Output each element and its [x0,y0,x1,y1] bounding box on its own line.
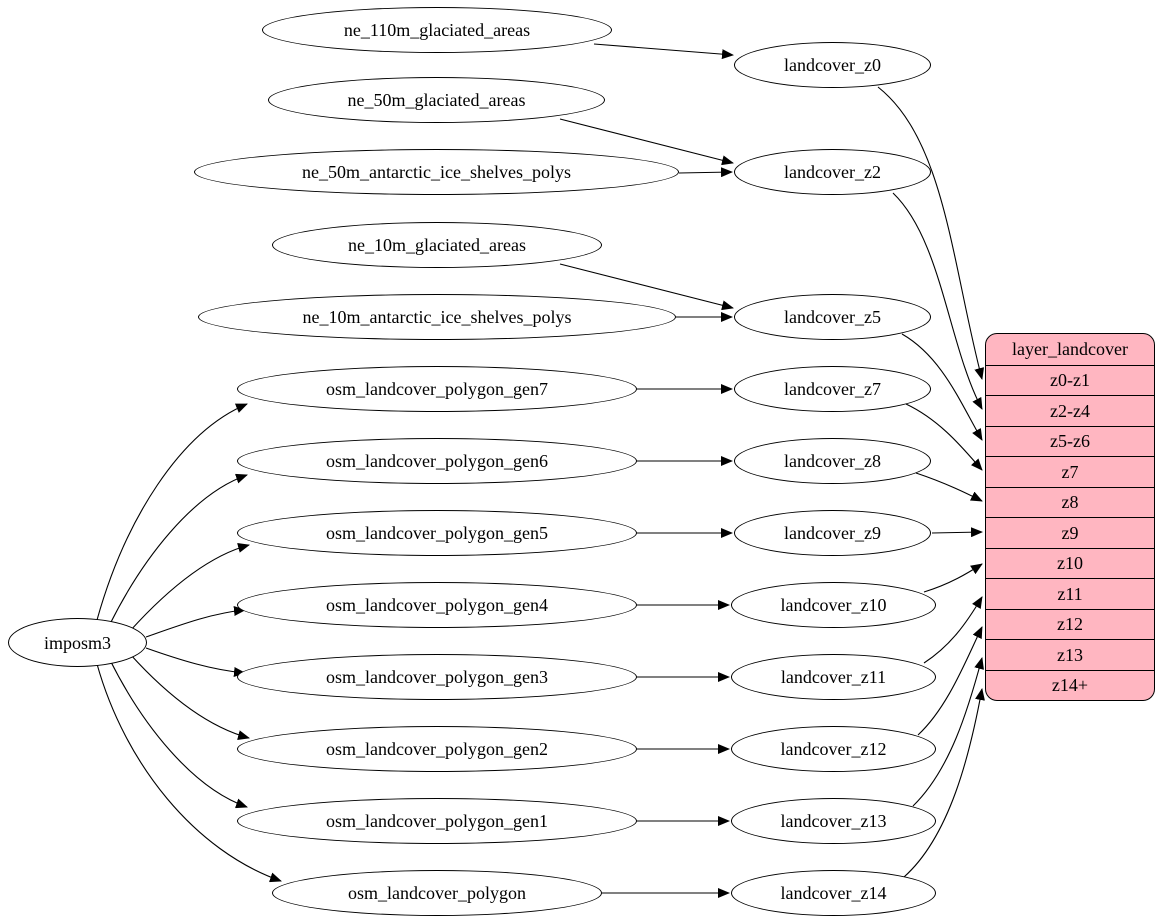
record-row-z0-z1: z0-z1 [986,364,1154,396]
record-row-z5-z6: z5-z6 [986,425,1154,457]
node-landcover-z10: landcover_z10 [731,582,936,628]
edge-imposm3-gen4 [145,606,246,638]
edge-imposm3-gen7 [96,403,248,621]
edge-z9-row [931,527,983,538]
edge-imposm3-gen2 [129,653,250,740]
edge-z0-row [877,86,985,380]
node-landcover-z7: landcover_z7 [734,366,931,412]
record-row-z12: z12 [986,608,1154,640]
record-row-z10: z10 [986,547,1154,579]
node-landcover-z12: landcover_z12 [731,726,936,772]
edge-z11-row [923,596,983,664]
node-osm-landcover-polygon-gen7: osm_landcover_polygon_gen7 [237,366,637,412]
edge-z5-row [901,333,983,441]
edge-ne110m-z0 [593,43,734,60]
edge-imposm3-polygon [96,663,282,883]
record-row-z7: z7 [986,456,1154,487]
edge-imposm3-gen3 [145,647,246,677]
record-row-z2-z4: z2-z4 [986,395,1154,426]
node-landcover-z2: landcover_z2 [734,149,931,195]
node-landcover-z14: landcover_z14 [731,870,936,916]
node-osm-landcover-polygon-gen6: osm_landcover_polygon_gen6 [237,438,637,484]
record-layer-landcover: layer_landcover z0-z1 z2-z4 z5-z6 z7 z8 … [985,333,1155,701]
node-osm-landcover-polygon: osm_landcover_polygon [272,870,602,916]
edge-z13-row [912,657,984,807]
record-row-z13: z13 [986,639,1154,670]
edge-z12-row [917,626,983,736]
node-imposm3: imposm3 [8,618,147,667]
node-ne-10m-glaciated-areas: ne_10m_glaciated_areas [272,222,602,268]
edge-ne10mglac-z5 [559,263,734,311]
node-osm-landcover-polygon-gen2: osm_landcover_polygon_gen2 [237,726,637,772]
edge-z10-row [923,563,983,593]
edge-imposm3-gen1 [109,659,248,809]
node-landcover-z9: landcover_z9 [734,510,931,556]
node-landcover-z5: landcover_z5 [734,294,931,340]
node-ne-110m-glaciated-areas: ne_110m_glaciated_areas [262,7,612,53]
record-row-z14plus: z14+ [986,669,1154,701]
edge-z14-row [903,688,985,878]
node-landcover-z8: landcover_z8 [734,438,931,484]
record-row-z8: z8 [986,486,1154,518]
node-osm-landcover-polygon-gen1: osm_landcover_polygon_gen1 [237,798,637,844]
node-ne-50m-glaciated-areas: ne_50m_glaciated_areas [268,77,605,123]
node-osm-landcover-polygon-gen4: osm_landcover_polygon_gen4 [237,582,637,628]
node-osm-landcover-polygon-gen5: osm_landcover_polygon_gen5 [237,510,637,556]
node-landcover-z0: landcover_z0 [734,42,931,88]
record-title: layer_landcover [1012,339,1128,360]
node-landcover-z13: landcover_z13 [731,798,936,844]
edge-ne50mant-z2 [678,167,733,178]
edge-ne50mglac-z2 [559,118,734,166]
node-landcover-z11: landcover_z11 [731,654,936,700]
node-ne-10m-antarctic-ice-shelves-polys: ne_10m_antarctic_ice_shelves_polys [198,294,676,340]
record-row-z11: z11 [986,578,1154,609]
record-row-z9: z9 [986,517,1154,548]
edge-z7-row [905,403,983,471]
node-ne-50m-antarctic-ice-shelves-polys: ne_50m_antarctic_ice_shelves_polys [194,149,679,195]
edge-imposm3-gen6 [109,473,248,625]
edge-imposm3-gen5 [129,543,250,632]
edge-z8-row [915,472,983,502]
edge-z2-row [892,192,983,410]
node-osm-landcover-polygon-gen3: osm_landcover_polygon_gen3 [237,654,637,700]
